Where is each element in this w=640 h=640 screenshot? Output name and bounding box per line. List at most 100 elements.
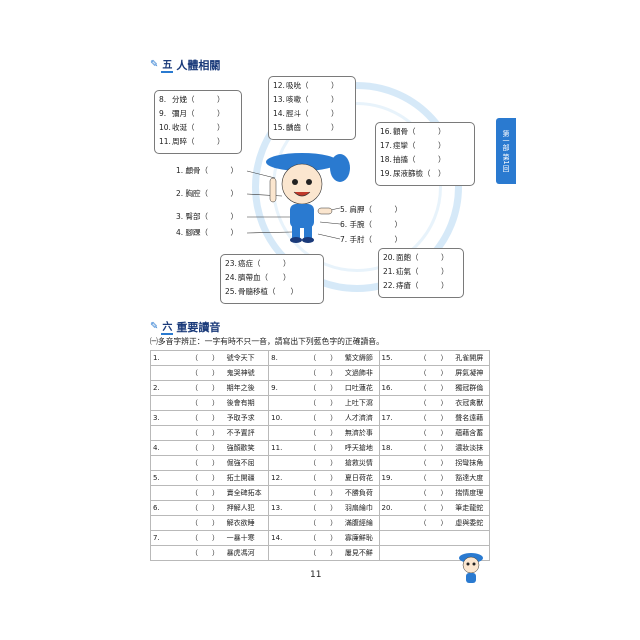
answer-blank[interactable]: （ ） [307, 515, 343, 531]
section5-title: 人體相關 [176, 58, 221, 72]
answer-blank[interactable]: （ ） [307, 395, 343, 411]
body-label-2: 2. 胸腔（ ） [176, 189, 239, 198]
answer-blank[interactable]: （ ） [417, 440, 454, 456]
answer-blank[interactable]: （ ） [189, 380, 225, 396]
item-number [268, 545, 308, 561]
table-row: （ ）倔強不屈（ ）搶救災情（ ）拐彎抹角 [150, 455, 491, 471]
answer-blank[interactable]: （ ） [417, 425, 454, 441]
answer-blank[interactable]: （ ） [307, 545, 343, 561]
answer-blank[interactable]: （ ） [307, 350, 343, 366]
answer-blank[interactable]: （ ） [189, 530, 225, 546]
answer-blank[interactable] [417, 545, 454, 561]
body-label-3: 3. 臀部（ ） [176, 212, 239, 221]
item-number: 8. [268, 350, 308, 366]
answer-blank[interactable]: （ ） [307, 485, 343, 501]
item-number [150, 455, 189, 471]
answer-blank[interactable]: （ ） [189, 425, 225, 441]
answer-blank[interactable]: （ ） [189, 515, 225, 531]
item-number: 7. [150, 530, 189, 546]
answer-blank[interactable]: （ ） [307, 425, 343, 441]
answer-blank[interactable]: （ ） [417, 515, 454, 531]
answer-blank[interactable]: （ ） [307, 365, 343, 381]
answer-blank[interactable]: （ ） [417, 350, 454, 366]
answer-blank[interactable]: （ ） [189, 455, 225, 471]
vocab-row: 10.收涎（ ） [159, 123, 225, 132]
answer-blank[interactable]: （ ） [189, 365, 225, 381]
phrase-cell: 強顏歡笑 [224, 440, 270, 456]
phrase-cell: 豁達大度 [453, 470, 491, 486]
phrase-cell: 不予置評 [224, 425, 270, 441]
answer-blank[interactable]: （ ） [417, 395, 454, 411]
answer-blank[interactable]: （ ） [189, 545, 225, 561]
answer-blank[interactable]: （ ） [189, 440, 225, 456]
vocab-row: 11.周晬（ ） [159, 137, 225, 146]
phrase-cell: 筆走龍蛇 [453, 500, 491, 516]
answer-blank[interactable]: （ ） [307, 410, 343, 426]
answer-blank[interactable]: （ ） [189, 470, 225, 486]
phrase-cell: 搶救災情 [342, 455, 380, 471]
answer-blank[interactable]: （ ） [307, 455, 343, 471]
phrase-cell: 後會有期 [224, 395, 270, 411]
mascot-small-icon [459, 553, 483, 583]
answer-blank[interactable]: （ ） [307, 470, 343, 486]
item-number [150, 365, 189, 381]
item-number: 17. [378, 410, 418, 426]
answer-blank[interactable]: （ ） [417, 485, 454, 501]
answer-blank[interactable]: （ ） [189, 350, 225, 366]
table-row: （ ）不予置評（ ）無濟於事（ ）蘊藉含蓄 [150, 425, 491, 441]
answer-blank[interactable]: （ ） [307, 530, 343, 546]
phrase-cell: 呼天搶地 [342, 440, 380, 456]
answer-blank[interactable]: （ ） [417, 500, 454, 516]
phrase-cell: 倔強不屈 [224, 455, 270, 471]
item-number: 13. [268, 500, 308, 516]
pencil-icon: ✎ [150, 321, 159, 332]
answer-blank[interactable]: （ ） [417, 470, 454, 486]
phrase-cell: 獨冠群倫 [453, 380, 491, 396]
vocab-row: 15.齲齒（ ） [273, 123, 339, 132]
item-number [150, 395, 189, 411]
phrase-cell: 文過飾非 [342, 365, 380, 381]
phrase-cell: 拓土開疆 [224, 470, 270, 486]
answer-blank[interactable] [417, 530, 454, 546]
pencil-icon: ✎ [150, 59, 159, 70]
vocab-row: 12.吸吮（ ） [273, 81, 339, 90]
item-number: 2. [150, 380, 189, 396]
phrase-cell: 滿腹經綸 [342, 515, 380, 531]
vocab-row: 22.痔瘡（ ） [383, 281, 449, 290]
item-number: 4. [150, 440, 189, 456]
answer-blank[interactable]: （ ） [189, 410, 225, 426]
vocab-row: 23.癌症（ ） [225, 259, 291, 268]
answer-blank[interactable]: （ ） [417, 380, 454, 396]
item-number [268, 425, 308, 441]
answer-blank[interactable]: （ ） [417, 410, 454, 426]
item-number [268, 365, 308, 381]
phrase-cell: 人才濟濟 [342, 410, 380, 426]
answer-blank[interactable]: （ ） [189, 395, 225, 411]
vocab-row: 8.分娩（ ） [159, 95, 225, 104]
phrase-cell: 期年之後 [224, 380, 270, 396]
item-number: 5. [150, 470, 189, 486]
item-number: 18. [378, 440, 418, 456]
vocab-row: 17.痙攣（ ） [380, 141, 446, 150]
item-number [378, 515, 418, 531]
vocab-row: 19.尿液篩檢（ ） [380, 169, 446, 178]
table-row: （ ）暴虎馮河（ ）屢見不鮮 [150, 545, 491, 561]
item-number [378, 485, 418, 501]
answer-blank[interactable]: （ ） [417, 455, 454, 471]
answer-blank[interactable]: （ ） [189, 485, 225, 501]
item-number [150, 425, 189, 441]
phrase-cell: 口吐蓮花 [342, 380, 380, 396]
phrase-cell [453, 530, 491, 546]
section6-heading: ✎ 六 重要讀音 [150, 318, 220, 335]
answer-blank[interactable]: （ ） [307, 380, 343, 396]
answer-blank[interactable]: （ ） [417, 365, 454, 381]
answer-blank[interactable]: （ ） [307, 500, 343, 516]
item-number: 10. [268, 410, 308, 426]
answer-blank[interactable]: （ ） [189, 500, 225, 516]
answer-blank[interactable]: （ ） [307, 440, 343, 456]
item-number: 3. [150, 410, 189, 426]
